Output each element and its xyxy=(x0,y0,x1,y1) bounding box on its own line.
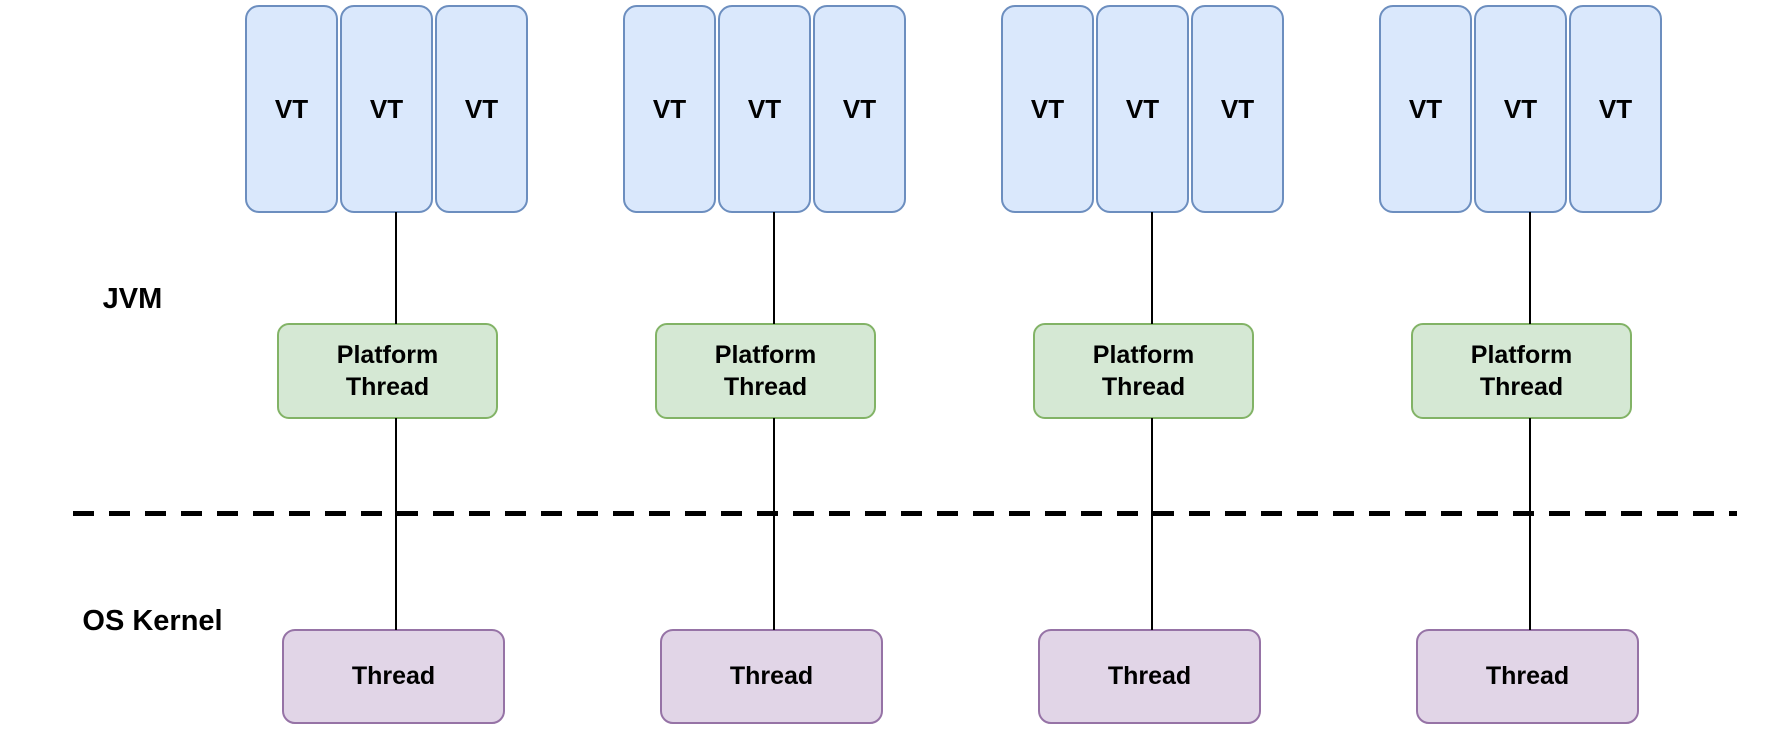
jvm-os-boundary-divider xyxy=(73,511,1737,516)
thread-mapping-group-1: VT VT VT Platform Thread Thread xyxy=(245,0,535,749)
platform-thread-label-line2: Thread xyxy=(345,373,430,401)
jvm-region-label: JVM xyxy=(102,283,163,315)
platform-thread-label-line1: Platform xyxy=(714,341,817,369)
platform-thread-label-line1: Platform xyxy=(1092,341,1195,369)
virtual-thread-box: VT xyxy=(813,5,906,213)
thread-mapping-group-2: VT VT VT Platform Thread Thread xyxy=(623,0,913,749)
platform-thread-label-line2: Thread xyxy=(1101,373,1186,401)
virtual-thread-box: VT xyxy=(1001,5,1094,213)
virtual-thread-box: VT xyxy=(1379,5,1472,213)
thread-mapping-group-4: VT VT VT Platform Thread Thread xyxy=(1379,0,1669,749)
virtual-thread-box: VT xyxy=(1569,5,1662,213)
os-thread-box: Thread xyxy=(282,629,505,724)
platform-thread-box: Platform Thread xyxy=(655,323,876,419)
connector-line-platform-to-os xyxy=(773,418,775,630)
platform-thread-label-line1: Platform xyxy=(1470,341,1573,369)
virtual-thread-box: VT xyxy=(340,5,433,213)
platform-thread-label-line2: Thread xyxy=(723,373,808,401)
platform-thread-box: Platform Thread xyxy=(277,323,498,419)
connector-line-vt-to-platform xyxy=(395,212,397,324)
thread-mapping-group-3: VT VT VT Platform Thread Thread xyxy=(1001,0,1291,749)
connector-line-vt-to-platform xyxy=(773,212,775,324)
os-thread-box: Thread xyxy=(1416,629,1639,724)
os-thread-box: Thread xyxy=(1038,629,1261,724)
os-kernel-region-label: OS Kernel xyxy=(82,605,223,637)
virtual-thread-box: VT xyxy=(1191,5,1284,213)
connector-line-platform-to-os xyxy=(395,418,397,630)
os-thread-box: Thread xyxy=(660,629,883,724)
connector-line-vt-to-platform xyxy=(1151,212,1153,324)
platform-thread-label-line1: Platform xyxy=(336,341,439,369)
virtual-thread-box: VT xyxy=(718,5,811,213)
virtual-thread-box: VT xyxy=(1474,5,1567,213)
connector-line-platform-to-os xyxy=(1151,418,1153,630)
platform-thread-box: Platform Thread xyxy=(1033,323,1254,419)
connector-line-vt-to-platform xyxy=(1529,212,1531,324)
connector-line-platform-to-os xyxy=(1529,418,1531,630)
virtual-thread-box: VT xyxy=(1096,5,1189,213)
virtual-thread-box: VT xyxy=(623,5,716,213)
virtual-thread-box: VT xyxy=(245,5,338,213)
virtual-thread-box: VT xyxy=(435,5,528,213)
platform-thread-box: Platform Thread xyxy=(1411,323,1632,419)
platform-thread-label-line2: Thread xyxy=(1479,373,1564,401)
